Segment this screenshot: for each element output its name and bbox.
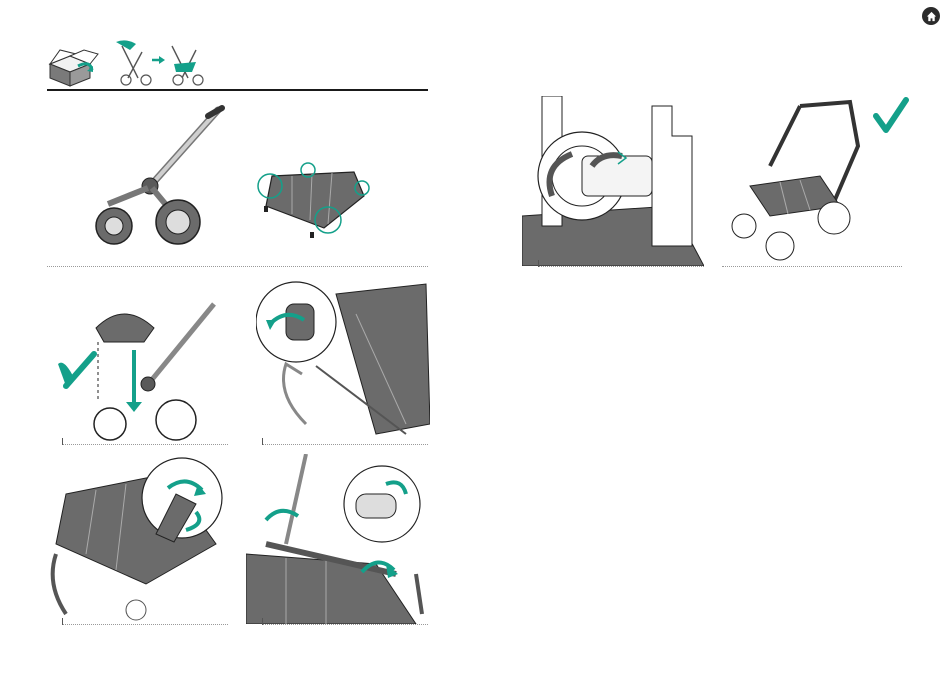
panel-divider [262,444,428,445]
arrow-right-icon [152,56,165,64]
checkmark-icon [876,100,906,130]
rotate-lock-illustration [46,454,230,624]
bassinet-base-illustration [254,158,376,242]
panel-divider [62,444,228,445]
panel-tick [538,260,539,267]
box-unpack-icon [50,50,98,86]
place-seat-illustration [54,298,230,444]
home-icon [926,11,937,22]
clamp-closeup-illustration [522,96,704,266]
clip-detail-illustration [256,274,430,444]
stroller-chassis-illustration [88,104,230,252]
panel-divider [722,266,902,267]
panel-divider [262,624,428,625]
stroller-seat-attach-icon [172,46,203,85]
header-icons [46,38,216,90]
panel-divider [62,624,228,625]
stroller-frame-icon [116,40,151,85]
header-rule [47,89,428,91]
panel-divider [538,266,704,267]
panel-tick [62,438,63,445]
row-divider [47,266,428,267]
twist-clamp-illustration [246,454,430,624]
home-button[interactable] [922,7,940,25]
panel-tick [262,438,263,445]
assembled-stroller-illustration [730,96,912,266]
panel-tick [62,618,63,625]
panel-tick [262,618,263,625]
